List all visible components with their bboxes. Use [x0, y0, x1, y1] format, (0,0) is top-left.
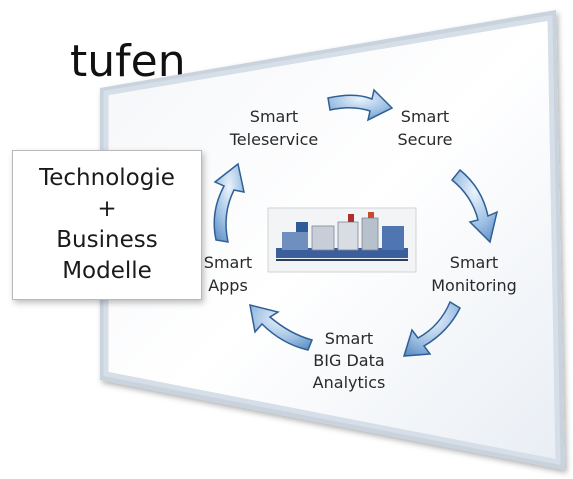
node-teleservice: Smart Teleservice	[229, 107, 319, 149]
cycle-arrows	[213, 88, 499, 357]
node-apps-line1: Smart	[204, 253, 252, 272]
node-teleservice-line2: Teleservice	[229, 130, 319, 149]
arrow-secure-to-monitoring	[450, 168, 499, 244]
tech-box-line1: Technologie	[39, 165, 175, 191]
node-secure: Smart Secure	[397, 107, 452, 149]
node-analytics: Smart BIG Data Analytics	[313, 329, 386, 392]
node-monitoring-line1: Smart	[450, 253, 498, 272]
node-apps: Smart Apps	[204, 253, 252, 295]
arrow-teleservice-to-secure	[327, 88, 394, 122]
node-secure-line1: Smart	[401, 107, 449, 126]
technology-business-box: Technologie + Business Modelle	[12, 150, 202, 300]
tech-box-line3: Business	[56, 227, 158, 253]
node-teleservice-line1: Smart	[250, 107, 298, 126]
node-apps-line2: Apps	[208, 276, 248, 295]
tech-box-line4: Modelle	[62, 258, 152, 284]
arrow-apps-to-teleservice	[213, 162, 245, 243]
tech-box-line2: +	[97, 196, 117, 222]
node-analytics-line3: Analytics	[313, 373, 386, 392]
arrow-analytics-to-apps	[249, 303, 314, 351]
node-monitoring: Smart Monitoring	[431, 253, 517, 295]
machine-image	[267, 207, 417, 273]
node-secure-line2: Secure	[397, 130, 452, 149]
node-monitoring-line2: Monitoring	[431, 276, 517, 295]
page-heading: tufen	[70, 36, 186, 87]
node-analytics-line2: BIG Data	[313, 351, 384, 370]
arrow-monitoring-to-analytics	[402, 300, 461, 357]
node-analytics-line1: Smart	[325, 329, 373, 348]
